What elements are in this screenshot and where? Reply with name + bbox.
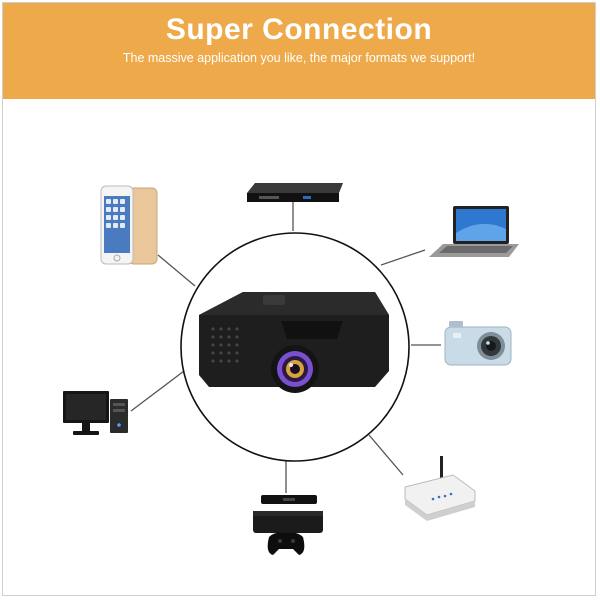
banner-title: Super Connection [165, 13, 433, 46]
connector-lines [130, 201, 441, 493]
mini-projector-icon [199, 292, 389, 393]
dvd-player-icon [247, 183, 343, 202]
game-console-icon [253, 495, 323, 555]
banner-subtitle: The massive application you like, the ma… [122, 51, 476, 65]
header-banner: Super Connection The massive application… [3, 3, 595, 99]
connector-router [368, 434, 404, 476]
laptop-icon [429, 206, 519, 257]
connector-laptop [380, 249, 426, 266]
connector-desktop [130, 367, 189, 412]
connection-diagram [63, 183, 519, 555]
digital-camera-icon [444, 321, 512, 366]
connector-smartphone [157, 254, 196, 287]
smartphone-icon [100, 185, 158, 265]
wifi-router-icon [404, 456, 476, 521]
desktop-computer-icon [63, 391, 128, 435]
